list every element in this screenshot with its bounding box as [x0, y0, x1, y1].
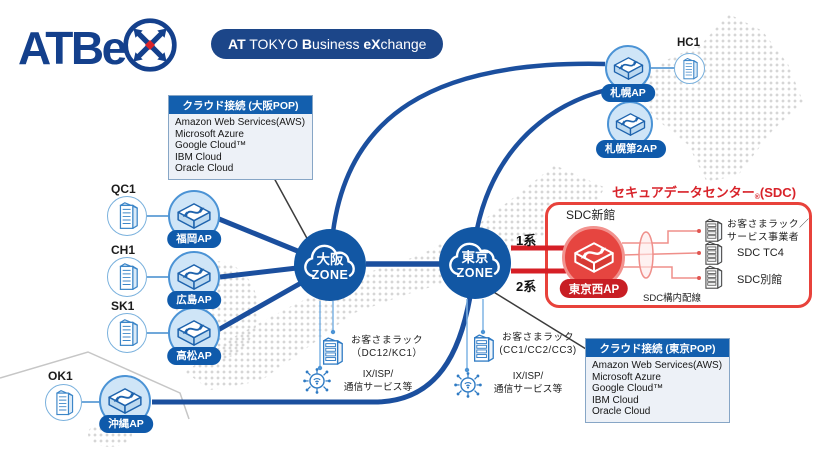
cloud-service: IBM Cloud — [175, 151, 222, 163]
building-label-hc1: HC1 — [677, 37, 701, 49]
qc1-building-icon — [107, 196, 147, 236]
osaka-customer-rack-label: お客さまラック （DC12/KC1） — [350, 335, 424, 359]
switch-icon — [614, 112, 647, 137]
osaka-zone-suffix: ZONE — [311, 268, 349, 283]
cloud-service: IBM Cloud — [592, 394, 639, 406]
sdc-wiring-label: SDC構内配線 — [643, 293, 702, 304]
cloud-service: Microsoft Azure — [592, 371, 661, 383]
registered-mark: ® — [754, 194, 760, 201]
hc1-building-icon — [674, 53, 705, 84]
building-label-qc1: QC1 — [111, 182, 136, 196]
atbex-logo: ATBe — [18, 16, 179, 79]
inset-border-line — [0, 351, 190, 420]
sdc-rack-annex-label: SDC別館 — [737, 274, 783, 286]
tokyo-west-ap-label: 東京西AP — [559, 279, 629, 298]
okinawa-ap-label: 沖縄AP — [99, 414, 153, 433]
building-label-ch1: CH1 — [111, 243, 136, 257]
tokyo-zone-suffix: ZONE — [456, 266, 494, 281]
rack-icon — [702, 265, 724, 291]
tokyo-zone-node: 東京 ZONE — [439, 227, 511, 299]
switch-icon — [612, 56, 645, 81]
sapporo2-ap-label: 札幌第2AP — [596, 139, 666, 158]
tokyo-ix-icon — [453, 369, 483, 404]
cloud-box-tokyo-title: クラウド接続 (東京POP) — [586, 339, 729, 357]
osaka-zone-name: 大阪 — [316, 252, 344, 268]
cloud-service: Google Cloud™ — [175, 140, 247, 151]
network-hub-icon — [453, 369, 483, 399]
rack-icon — [702, 241, 724, 267]
cloud-box-tokyo-pop: クラウド接続 (東京POP) Amazon Web Services(AWS) … — [585, 338, 730, 423]
sk1-building-icon — [107, 313, 147, 353]
cloud-box-osaka-title: クラウド接続 (大阪POP) — [169, 96, 312, 114]
tokyo-west-ap-node — [562, 226, 625, 289]
cloud-box-osaka-pop: クラウド接続 (大阪POP) Amazon Web Services(AWS) … — [168, 95, 313, 180]
sdc-building-label: SDC新館 — [566, 208, 616, 222]
sapporo2-ap-node — [607, 101, 653, 147]
sapporo-ap-label: 札幌AP — [601, 83, 655, 102]
sdc-title: セキュアデータセンター®(SDC) — [612, 185, 797, 201]
fukuoka-ap-label: 福岡AP — [167, 229, 221, 248]
tokyo-ix-label: IX/ISP/ 通信サービス等 — [493, 371, 563, 395]
cloud-service: Oracle Cloud — [175, 163, 234, 174]
x-circle-arrows-icon — [121, 16, 179, 79]
badge-text: usiness — [312, 36, 364, 52]
sdc-rack-customer-label: お客さまラック／ サービス事業者 — [727, 219, 810, 243]
cloud-service: Amazon Web Services(AWS) — [175, 117, 306, 128]
badge-text: B — [301, 36, 313, 52]
switch-icon — [175, 263, 213, 291]
tokyo-customer-rack-label: お客さまラック (CC1/CC2/CC3) — [499, 332, 577, 356]
cloud-service: Microsoft Azure — [175, 128, 244, 140]
ok1-building-icon — [45, 384, 82, 421]
osaka-zone-node: 大阪 ZONE — [294, 229, 366, 301]
switch-icon — [572, 241, 616, 274]
switch-icon — [106, 387, 144, 415]
badge-text: TOKYO — [245, 36, 302, 52]
network-hub-icon — [302, 365, 332, 395]
hiroshima-ap-label: 広島AP — [167, 290, 221, 309]
badge-text: change — [380, 36, 427, 52]
switch-icon — [175, 202, 213, 230]
building-label-sk1: SK1 — [111, 299, 135, 313]
osaka-ix-icon — [302, 365, 332, 400]
cloud-service: Amazon Web Services(AWS) — [592, 360, 723, 371]
badge-text: eX — [363, 36, 381, 52]
building-label-ok1: OK1 — [48, 369, 73, 383]
osaka-ix-label: IX/ISP/ 通信サービス等 — [343, 369, 413, 393]
cloud-service: Google Cloud™ — [592, 383, 664, 394]
ch1-building-icon — [107, 257, 147, 297]
tokyo-zone-name: 東京 — [461, 250, 489, 266]
sdc-rack-tc4-label: SDC TC4 — [737, 247, 784, 259]
cloud-service: Oracle Cloud — [592, 406, 651, 417]
sdc-rack-annex-icon — [702, 265, 724, 296]
takamatsu-ap-label: 高松AP — [167, 346, 221, 365]
route-1-label: 1系 — [516, 233, 537, 248]
badge-text: AT — [228, 36, 246, 52]
atbex-logo-text: ATBe — [18, 21, 127, 74]
route-2-label: 2系 — [516, 279, 537, 294]
switch-icon — [175, 319, 213, 347]
rack-icon — [319, 337, 345, 367]
